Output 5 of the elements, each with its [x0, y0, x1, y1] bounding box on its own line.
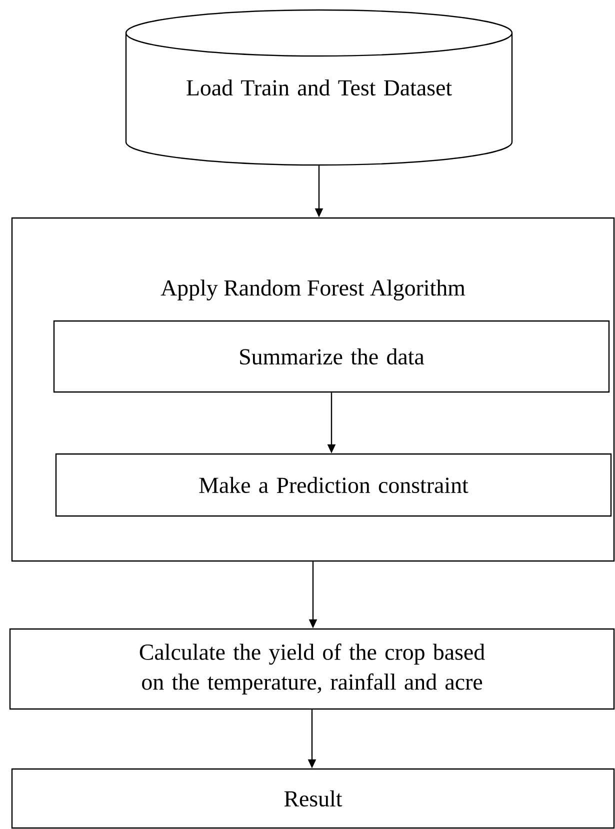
- process-box: Calculate the yield of the crop based on the temperature, rainfall and acre: [9, 628, 615, 710]
- process-box: Summarize the data: [53, 320, 610, 393]
- database-cylinder: Load Train and Test Dataset: [125, 9, 513, 166]
- process-box: Make a Prediction constraint: [55, 453, 612, 517]
- process-box: Result: [11, 768, 615, 829]
